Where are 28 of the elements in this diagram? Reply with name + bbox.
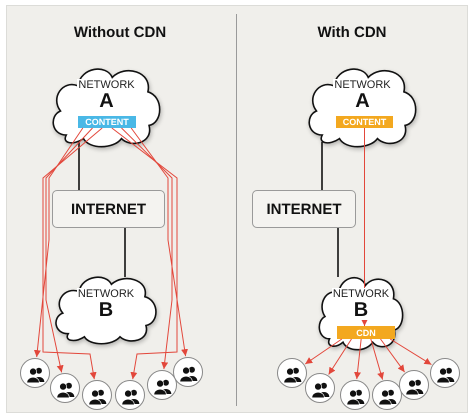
section-title: With CDN — [317, 24, 387, 41]
arrow — [121, 128, 172, 370]
network-letter: B — [352, 300, 370, 320]
arrow — [34, 128, 84, 358]
content-tag: CONTENT — [78, 116, 136, 128]
internet-box: INTERNET — [252, 190, 356, 228]
arrow — [46, 128, 93, 373]
arrow — [328, 338, 352, 376]
cdn-tag: CDN — [337, 326, 395, 339]
arrow — [42, 128, 103, 380]
network-label: NETWORK — [76, 288, 136, 300]
network-label: NETWORK — [77, 79, 136, 91]
arrow — [130, 128, 188, 357]
arrow — [370, 338, 384, 380]
connector-line — [321, 142, 323, 190]
network-label: NETWORK — [332, 288, 390, 300]
internet-box: INTERNET — [52, 190, 165, 228]
section-title: Without CDN — [74, 24, 166, 41]
connector-line — [78, 142, 80, 190]
arrow — [380, 338, 406, 373]
arrow — [390, 338, 432, 366]
connector-line — [124, 228, 126, 277]
arrow — [111, 128, 178, 380]
network-label: NETWORK — [333, 79, 392, 91]
content-tag: CONTENT — [336, 116, 393, 128]
arrow — [304, 338, 342, 364]
arrow — [354, 338, 362, 380]
connector-line — [337, 228, 339, 277]
